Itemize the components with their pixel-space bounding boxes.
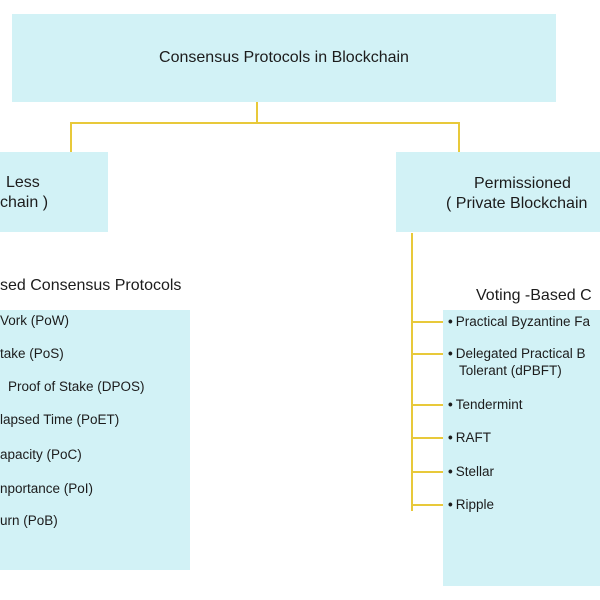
bullet-icon: •	[448, 346, 453, 361]
right-item-5-label: Stellar	[455, 464, 494, 479]
root-title: Consensus Protocols in Blockchain	[159, 49, 409, 66]
connector-right-vertical	[411, 233, 413, 511]
right-item-3: •Tendermint	[448, 397, 523, 412]
left-protocol-list	[0, 310, 190, 570]
right-protocol-list	[443, 310, 600, 586]
right-item-1: •Practical Byzantine Fa	[448, 314, 590, 329]
right-item-3-label: Tendermint	[455, 397, 523, 412]
permissionless-node	[0, 152, 108, 232]
left-item-4: lapsed Time (PoET)	[0, 412, 120, 427]
left-item-2: take (PoS)	[0, 346, 64, 361]
bullet-icon: •	[448, 430, 453, 445]
right-item-2-label: Delegated Practical B	[455, 346, 586, 361]
connector-right-tick-1	[411, 321, 443, 323]
left-item-3: Proof of Stake (DPOS)	[8, 379, 145, 394]
left-item-6: nportance (PoI)	[0, 481, 94, 496]
right-item-2-continuation: Tolerant (dPBFT)	[459, 363, 562, 378]
connector-right-tick-4	[411, 437, 443, 439]
permissionless-title-line1: Less	[6, 174, 40, 191]
left-item-1: Vork (PoW)	[0, 313, 70, 328]
right-item-4-label: RAFT	[455, 430, 491, 445]
right-category-heading: Voting -Based C	[476, 287, 592, 304]
right-item-2: •Delegated Practical B	[448, 346, 586, 361]
connector-left-drop	[70, 122, 72, 152]
connector-right-tick-2	[411, 353, 443, 355]
right-item-5: •Stellar	[448, 464, 494, 479]
permissioned-title-line2: ( Private Blockchain	[446, 195, 588, 212]
left-item-5: apacity (PoC)	[0, 447, 82, 462]
right-item-4: •RAFT	[448, 430, 491, 445]
bullet-icon: •	[448, 397, 453, 412]
connector-right-tick-3	[411, 404, 443, 406]
root-node	[12, 14, 556, 102]
left-category-heading: sed Consensus Protocols	[0, 277, 182, 294]
right-item-1-label: Practical Byzantine Fa	[455, 314, 591, 329]
connector-right-tick-6	[411, 504, 443, 506]
connector-right-drop	[458, 122, 460, 152]
right-item-6: •Ripple	[448, 497, 494, 512]
right-item-6-label: Ripple	[455, 497, 495, 512]
permissioned-node	[396, 152, 600, 232]
bullet-icon: •	[448, 464, 453, 479]
connector-root-horizontal	[70, 122, 460, 124]
bullet-icon: •	[448, 314, 453, 329]
permissionless-title-line2: chain )	[0, 194, 49, 211]
left-item-7: urn (PoB)	[0, 513, 58, 528]
bullet-icon: •	[448, 497, 453, 512]
permissioned-title-line1: Permissioned	[474, 175, 571, 192]
connector-right-tick-5	[411, 471, 443, 473]
connector-root-stem	[256, 102, 258, 123]
